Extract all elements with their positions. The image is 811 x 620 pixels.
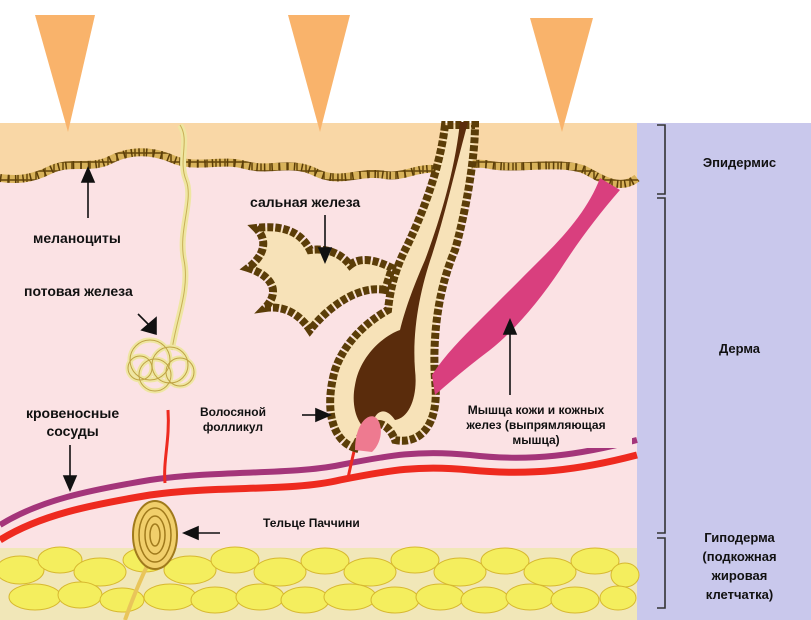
label-melanocytes: меланоциты xyxy=(33,230,121,246)
sebaceous-gland xyxy=(239,223,397,337)
layer-label-hypodermis: Гиподерма (подкожная жировая клетчатка) xyxy=(702,530,777,602)
layer-label-dermis: Дерма xyxy=(718,341,761,356)
label-blood-vessels: кровеносные сосуды xyxy=(26,405,120,439)
label-sweat-gland: потовая железа xyxy=(24,283,133,299)
label-arrector-muscle: Мышца кожи и кожных желез (выпрямляющая … xyxy=(440,403,632,448)
light-beam-3 xyxy=(530,18,593,132)
hair-shaft xyxy=(353,122,468,432)
label-sebaceous-gland: сальная железа xyxy=(250,194,361,210)
light-beam-2 xyxy=(288,15,350,132)
arrector-pili-muscle xyxy=(432,178,620,395)
label-hair-follicle: Волосяной фолликул xyxy=(200,405,266,434)
blood-vessel-purple xyxy=(0,437,638,528)
layer-panel xyxy=(637,123,811,620)
pointer-arrows xyxy=(62,165,518,541)
hair-papilla xyxy=(355,416,381,452)
label-pacinian-corpuscle: Тельце Паччини xyxy=(263,516,360,530)
blood-vessel-red xyxy=(0,451,638,543)
pacinian-corpuscle xyxy=(132,500,178,570)
layer-brackets xyxy=(657,124,666,609)
capillary xyxy=(163,409,170,484)
light-beam-1 xyxy=(35,15,95,132)
layer-label-epidermis: Эпидермис xyxy=(702,155,777,170)
